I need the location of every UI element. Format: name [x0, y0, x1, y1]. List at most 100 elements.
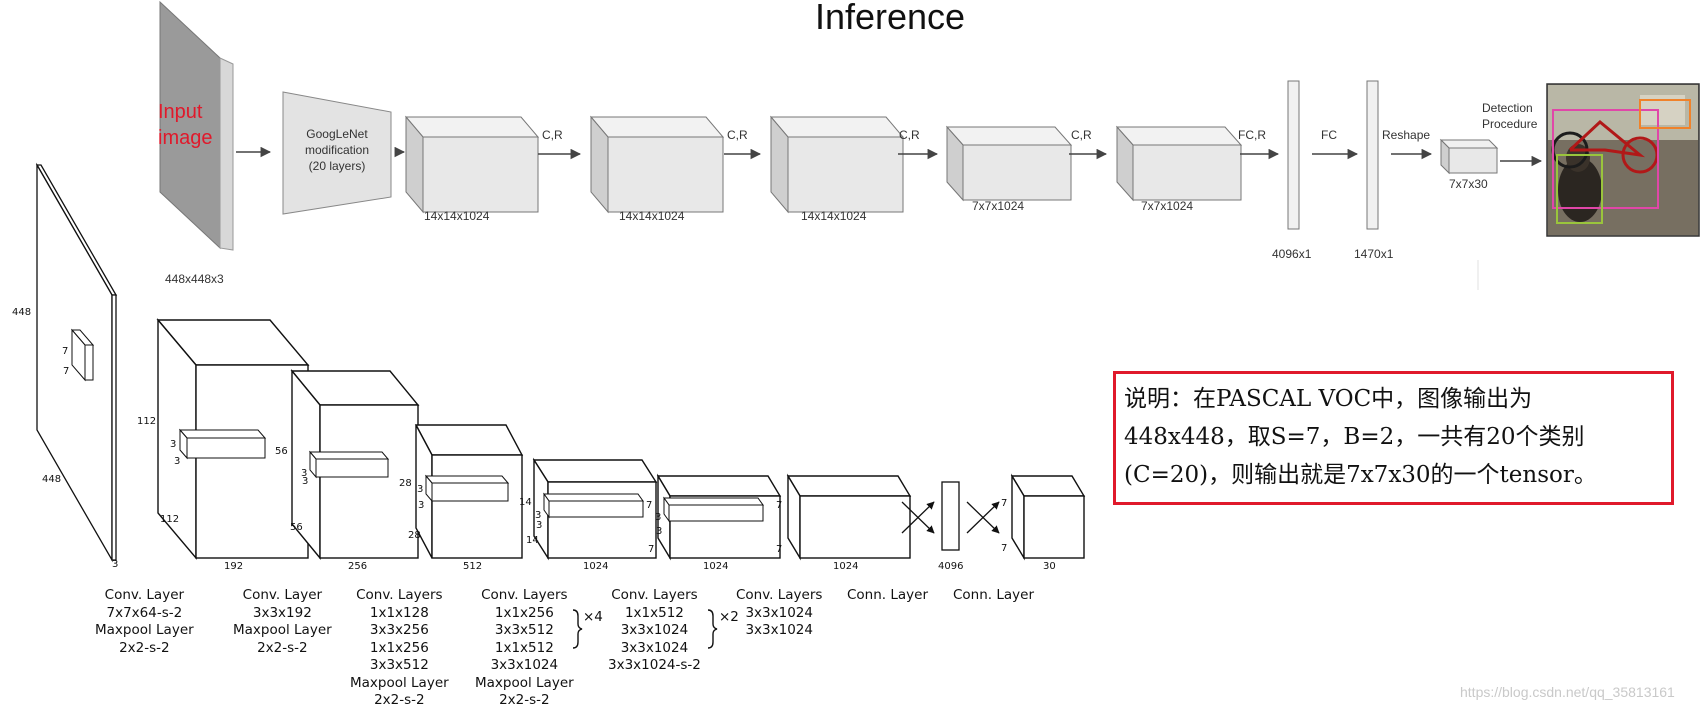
- layer-caption-line: Conn. Layer: [847, 587, 929, 603]
- input-channels-label: 3: [112, 559, 119, 570]
- volume-2-k2-label: 3: [302, 476, 309, 487]
- conv-volume-4: [532, 457, 658, 561]
- layer-caption-line: Conv. Layers: [736, 587, 823, 603]
- layer-caption-line: 2x2-s-2: [374, 692, 425, 708]
- layer-caption-line: Conn. Layer: [953, 587, 1035, 603]
- layer-caption-line: 3x3x256: [369, 622, 429, 638]
- layer-caption-line: 3x3x1024: [620, 639, 689, 656]
- volume-1-depth-label: 192: [224, 561, 244, 572]
- inference-title: Inference: [814, 0, 966, 37]
- feature-block-3: [769, 115, 905, 214]
- layer-caption-line: 3x3x1024: [745, 622, 813, 638]
- layer-caption-line: Conv. Layers: [481, 587, 568, 603]
- fc-bar-4096: [1287, 80, 1300, 230]
- fc-dims-1470: 1470x1: [1354, 247, 1394, 261]
- volume-8-depth-label: 30: [1043, 561, 1056, 572]
- volume-5-k1-label: 3: [655, 512, 662, 523]
- conn-layer-4096-bar: [941, 481, 960, 551]
- volume-6-depth-label: 1024: [833, 561, 859, 572]
- input-height-label: 448: [12, 307, 32, 318]
- pipeline-arrow-label-2: C,R: [727, 128, 748, 142]
- explanation-note-box: 说明：在PASCAL VOC中，图像输出为 448x448，取S=7，B=2，一…: [1113, 371, 1674, 505]
- input-image-label: Input image: [158, 101, 213, 149]
- volume-6-height-label: 7: [776, 500, 783, 511]
- googlenet-label: GoogLeNet modification (20 layers): [304, 127, 370, 173]
- layer-caption-line: 3x3x1024: [490, 657, 559, 673]
- note-line-1: 说明：在PASCAL VOC中，图像输出为: [1124, 386, 1533, 412]
- layer-caption-line: Conv. Layers: [611, 587, 698, 603]
- input-image-plane: [159, 0, 234, 251]
- connection-arrows: [901, 501, 1000, 534]
- layer-caption-line: 3x3x1024: [620, 622, 689, 638]
- pipeline-arrow-label-7: Reshape: [1382, 128, 1431, 142]
- layer-caption-line: 1x1x512: [494, 639, 554, 656]
- layer-caption-line: 1x1x256: [494, 604, 554, 621]
- pipeline-arrow-label-1: C,R: [542, 128, 563, 142]
- volume-4-depth-label: 1024: [583, 561, 609, 572]
- fc-dims-4096: 4096x1: [1272, 247, 1312, 261]
- conv-volume-5: [656, 473, 782, 561]
- layer-caption-line: 3x3x1024-s-2: [608, 657, 701, 673]
- output-block-7x7x30: [1439, 138, 1499, 175]
- volume-5-k2-label: 3: [656, 526, 663, 537]
- output-dims-label: 7x7x30: [1449, 177, 1488, 191]
- volume-1-width-label: 112: [160, 514, 180, 525]
- layer-caption-8: Conn. Layer: [953, 587, 1034, 605]
- volume-4-width-label: 14: [526, 535, 539, 546]
- volume-1-height-label: 112: [137, 416, 157, 427]
- pipeline-arrow-label-4: C,R: [1071, 128, 1092, 142]
- pipeline-arrow-label-5: FC,R: [1238, 128, 1266, 142]
- fc-bar-1470: [1366, 80, 1379, 230]
- volume-3-depth-label: 512: [463, 561, 483, 572]
- volume-8-height-label: 7: [1001, 498, 1008, 509]
- googlenet-trapezoid: [282, 91, 392, 215]
- brace-x4: [572, 609, 583, 649]
- layer-caption-line: 2x2-s-2: [257, 639, 308, 656]
- input-kernel-h-label: 7: [62, 346, 69, 357]
- conv-volume-6: [786, 473, 912, 561]
- layer-caption-line: Conv. Layer: [104, 587, 185, 603]
- conv-volume-2: [290, 369, 420, 560]
- input-dims-label: 448x448x3: [165, 272, 224, 286]
- repeat-x4-label: ×4: [583, 609, 603, 625]
- input-width-label: 448: [42, 474, 62, 485]
- feature-block-1: [404, 115, 540, 214]
- feature-block-dims-2: 14x14x1024: [619, 209, 685, 223]
- repeat-x2-label: ×2: [719, 609, 739, 625]
- input-kernel-w-label: 7: [63, 366, 70, 377]
- feature-block-4: [945, 125, 1073, 202]
- volume-3-height-label: 28: [399, 478, 412, 489]
- volume-5-width-label: 7: [648, 544, 655, 555]
- note-line-3: (C=20)，则输出就是7x7x30的一个tensor。: [1124, 462, 1597, 488]
- layer-caption-line: Maxpool Layer: [233, 622, 332, 638]
- layer-caption-line: 1x1x512: [624, 604, 684, 621]
- feature-block-dims-3: 14x14x1024: [801, 209, 867, 223]
- input-volume-448: [35, 162, 118, 563]
- layer-caption-line: Maxpool Layer: [350, 674, 449, 691]
- volume-3-width-label: 28: [408, 530, 421, 541]
- layer-caption-line: 3x3x512: [369, 657, 429, 673]
- pipeline-arrow-label-6: FC: [1321, 128, 1337, 142]
- volume-3-k2-label: 3: [418, 500, 425, 511]
- conv-volume-1: [156, 318, 310, 560]
- volume-8-width-label: 7: [1001, 543, 1008, 554]
- layer-caption-line: 1x1x128: [369, 604, 429, 621]
- volume-5-height-label: 7: [646, 500, 653, 511]
- volume-4-height-label: 14: [519, 497, 532, 508]
- watermark: https://blog.csdn.net/qq_35813161: [1460, 684, 1675, 700]
- pipeline-arrow-label-3: C,R: [899, 128, 920, 142]
- volume-2-width-label: 56: [290, 522, 303, 533]
- volume-6-width-label: 7: [776, 544, 783, 555]
- volume-4-k2-label: 3: [536, 520, 543, 531]
- volume-5-depth-label: 1024: [703, 561, 729, 572]
- feature-block-dims-5: 7x7x1024: [1141, 199, 1194, 213]
- layer-caption-line: 3x3x1024: [745, 604, 813, 621]
- layer-caption-line: Conv. Layer: [242, 587, 323, 603]
